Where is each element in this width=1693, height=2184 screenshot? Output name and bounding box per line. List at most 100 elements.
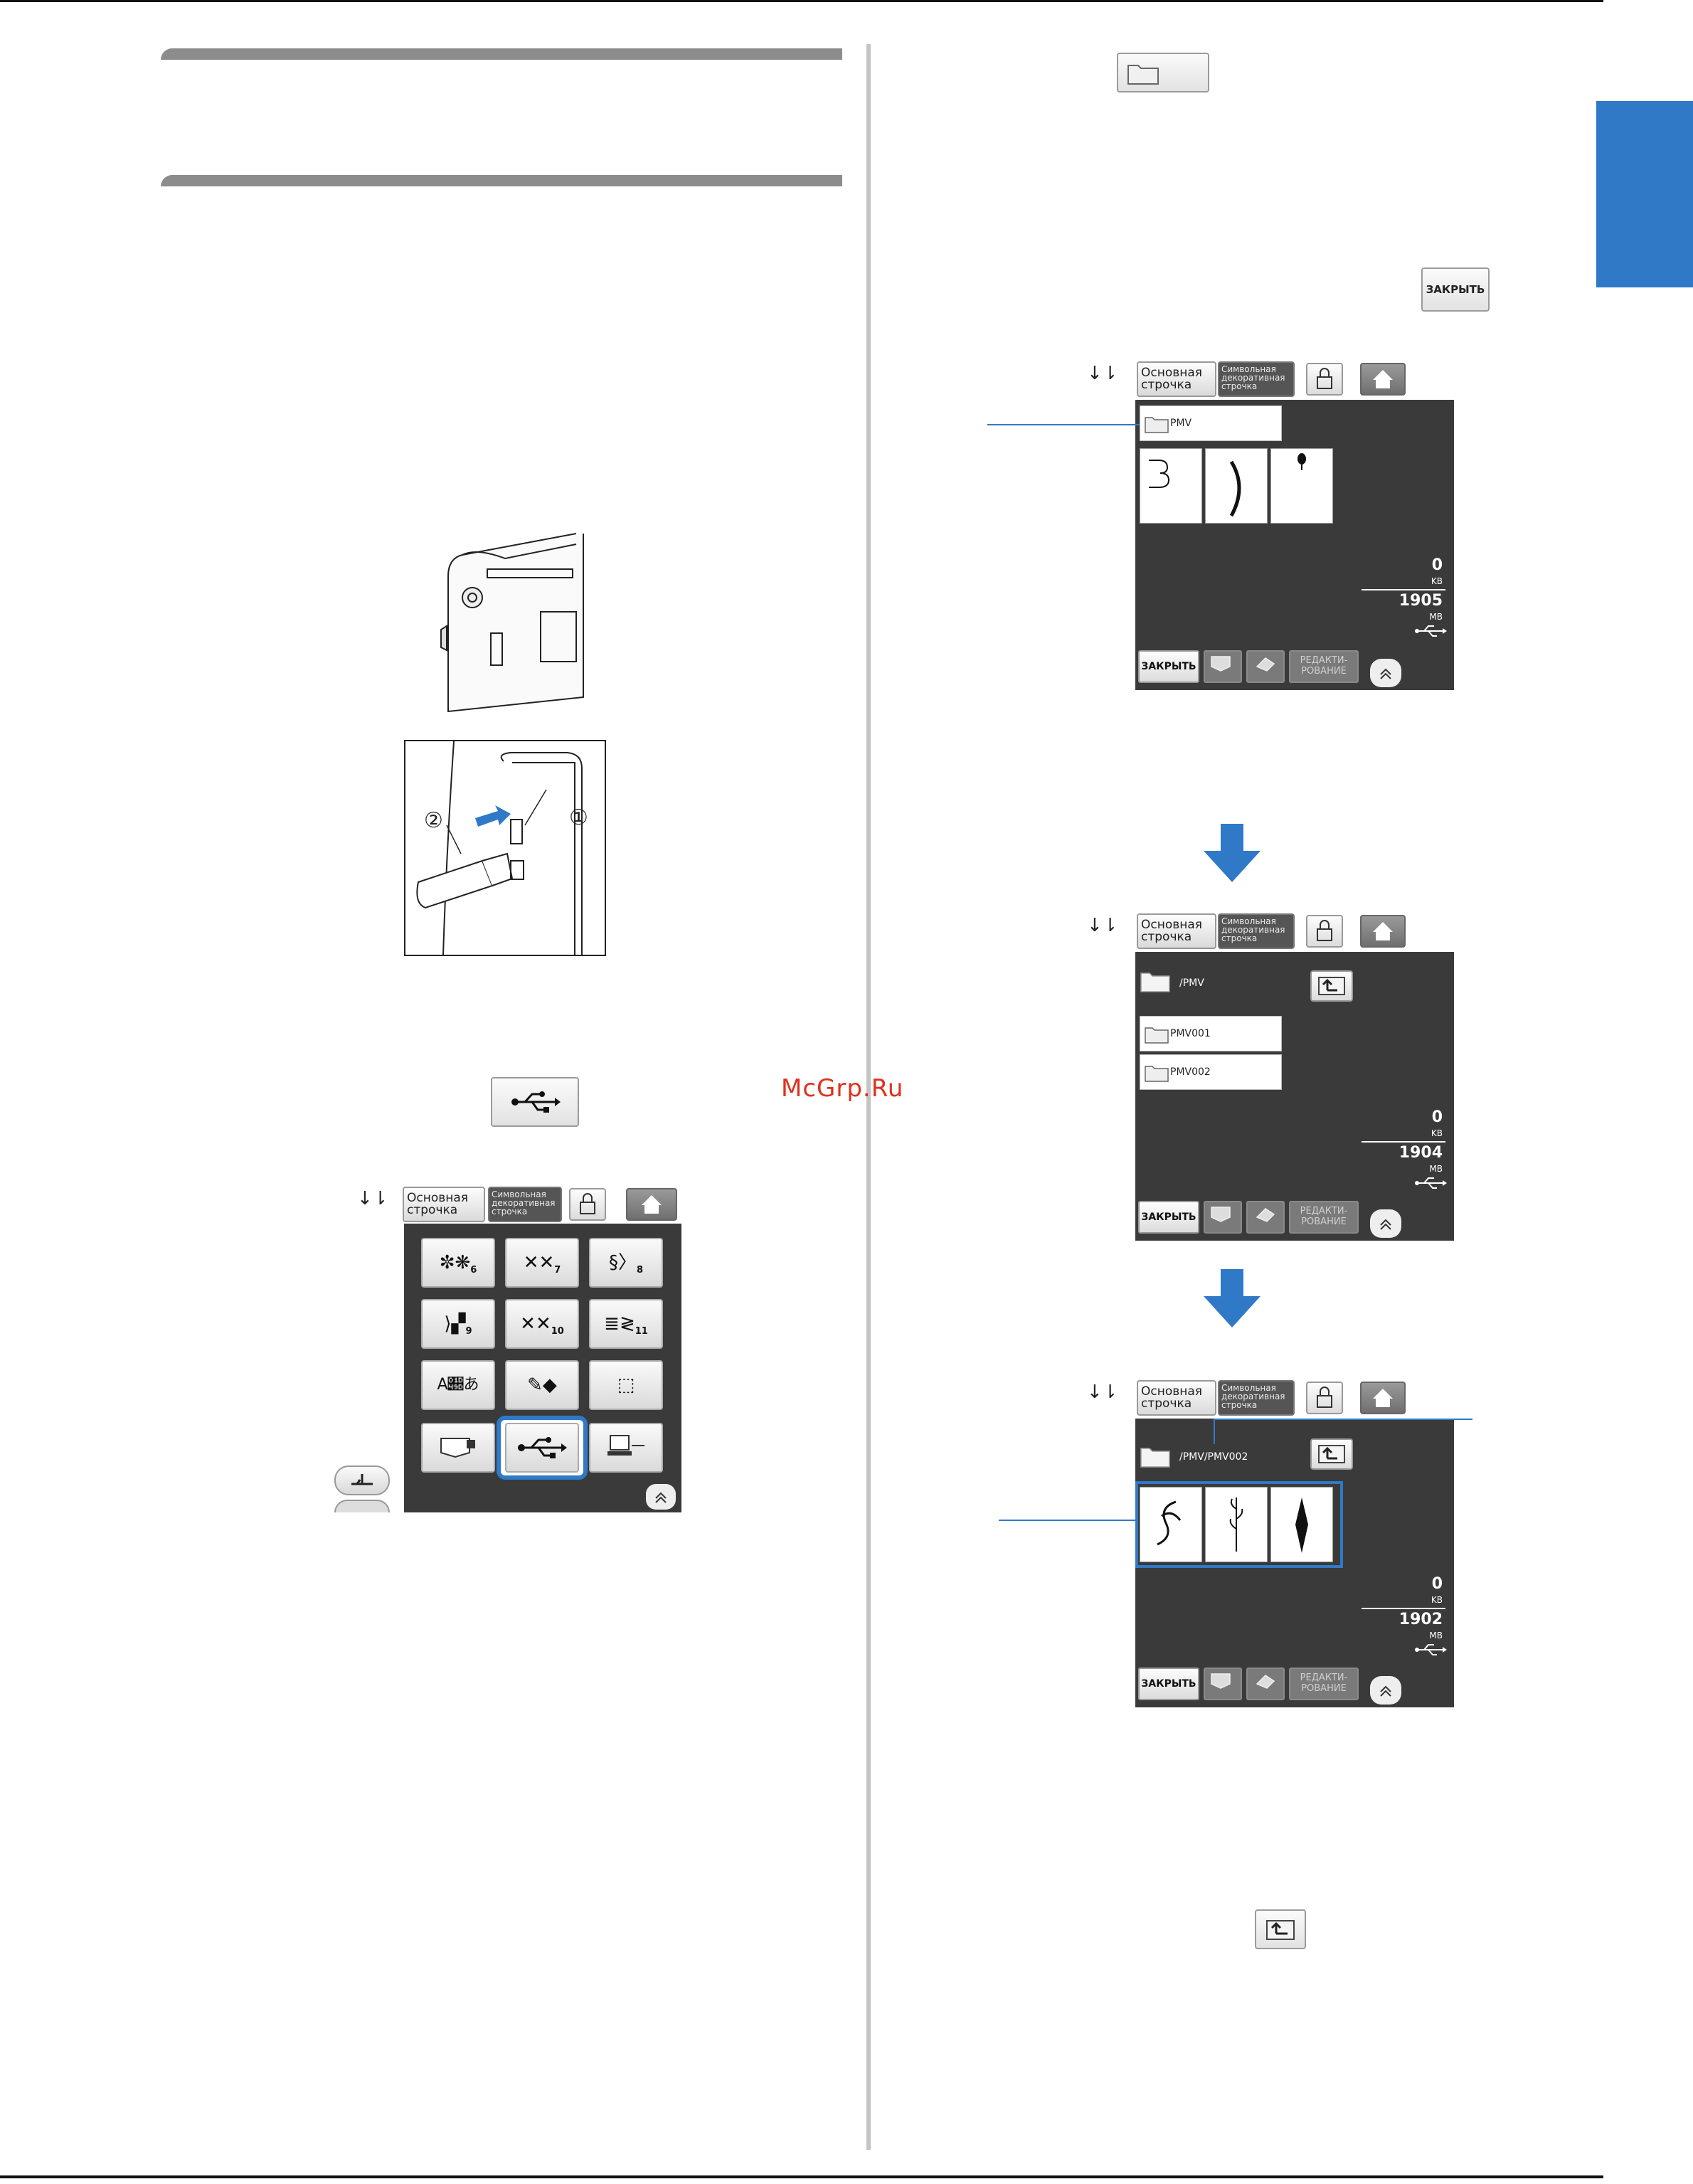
- edit-button[interactable]: РЕДАКТИ-РОВАНИЕ: [1289, 1201, 1359, 1234]
- needle-icon: ↓⇂: [1087, 363, 1118, 384]
- my-custom-stitch-button[interactable]: ✎◆: [505, 1360, 579, 1410]
- lock-button[interactable]: [1306, 1382, 1343, 1414]
- pocket-icon: [1211, 656, 1231, 672]
- stitch-thumb[interactable]: [1140, 1487, 1202, 1562]
- mb-unit: MB: [1429, 612, 1443, 622]
- home-button[interactable]: [626, 1188, 677, 1221]
- machine-memory-button[interactable]: [421, 1423, 495, 1473]
- stitch-highlight: [1135, 1481, 1343, 1568]
- home-icon: [642, 1195, 662, 1214]
- delete-button[interactable]: [1246, 1201, 1285, 1234]
- scroll-up-button[interactable]: [646, 1484, 676, 1510]
- tab-decor-stitch[interactable]: Символьная декоративная строчка: [1218, 913, 1295, 949]
- tab-decor-stitch[interactable]: Символьная декоративная строчка: [488, 1187, 562, 1222]
- home-button[interactable]: [1360, 915, 1406, 948]
- folder-icon: [1145, 1027, 1169, 1044]
- character-stitch-button[interactable]: A𝒝あ: [421, 1360, 495, 1410]
- stitch-thumb[interactable]: [1140, 448, 1202, 524]
- file-browser-panel: [1135, 1419, 1454, 1707]
- current-path: /PMV: [1179, 977, 1204, 989]
- callout-line-a: [987, 424, 1140, 425]
- close-button[interactable]: ЗАКРЫТЬ: [1138, 650, 1199, 683]
- stitch-swirl-icon: [1157, 1500, 1182, 1546]
- usb-small-icon: [1415, 1177, 1447, 1189]
- column-divider: [866, 44, 871, 2150]
- scroll-up-button[interactable]: [1370, 1676, 1401, 1705]
- edit-button[interactable]: РЕДАКТИ-РОВАНИЕ: [1289, 650, 1359, 683]
- stitch-category-6[interactable]: ✼❋6: [421, 1238, 495, 1288]
- stitch-thumb[interactable]: [1205, 1487, 1268, 1562]
- lock-button[interactable]: [1306, 363, 1343, 396]
- stitch-category-11[interactable]: ≣≷11: [589, 1299, 663, 1349]
- lock-button[interactable]: [569, 1188, 606, 1221]
- close-button[interactable]: ЗАКРЫТЬ: [1138, 1668, 1199, 1700]
- pocket-button[interactable]: [1204, 650, 1242, 683]
- stitch-menu-screen: ↓⇂ Основная строчка Символьная декоратив…: [323, 1181, 681, 1512]
- close-button-inline[interactable]: ЗАКРЫТЬ: [1421, 267, 1490, 312]
- eraser-icon: [1256, 657, 1275, 672]
- mb-value: 1904: [1399, 1144, 1443, 1162]
- chevron-up-icon: [1380, 1685, 1391, 1697]
- close-button[interactable]: ЗАКРЫТЬ: [1138, 1201, 1199, 1234]
- top-rule: [0, 0, 1603, 2]
- usb-icon: [518, 1437, 567, 1458]
- computer-icon: [607, 1435, 644, 1456]
- presser-foot-icon: [351, 1474, 373, 1485]
- stitch-category-9[interactable]: ⟩▞9: [421, 1299, 495, 1349]
- computer-usb-button[interactable]: [589, 1423, 663, 1473]
- pocket-button[interactable]: [1204, 1201, 1242, 1234]
- stitch-b-icon: [1149, 460, 1170, 488]
- needle-icon: ↓⇂: [357, 1188, 388, 1209]
- delete-button[interactable]: [1246, 1668, 1285, 1700]
- stitch-diamond-icon: [1295, 1497, 1308, 1553]
- folder-button[interactable]: [1117, 53, 1209, 92]
- home-button[interactable]: [1360, 1382, 1406, 1414]
- folder-up-icon: [1318, 977, 1345, 995]
- folder-name: PMV002: [1170, 1066, 1211, 1078]
- stitch-thumb[interactable]: [1270, 448, 1333, 524]
- sewing-design-button[interactable]: ⬚: [589, 1360, 663, 1410]
- stitch-category-7[interactable]: ✕✕7: [505, 1238, 579, 1288]
- second-round-button[interactable]: [334, 1500, 390, 1512]
- chevron-up-icon: [1380, 668, 1391, 679]
- heading-bar-bottom: [161, 175, 842, 186]
- tab-decor-stitch[interactable]: Символьная декоративная строчка: [1218, 361, 1295, 397]
- stitch-category-10[interactable]: ✕✕10: [505, 1299, 579, 1349]
- eraser-icon: [1256, 1208, 1275, 1222]
- folder-icon: [1127, 65, 1159, 85]
- tab-basic-stitch[interactable]: Основная строчка: [403, 1187, 485, 1222]
- lock-button[interactable]: [1306, 915, 1343, 948]
- kb-unit: KB: [1431, 1128, 1443, 1138]
- usb-button-inline[interactable]: [491, 1077, 579, 1127]
- parent-folder-button[interactable]: [1310, 970, 1353, 1002]
- bottom-rule: [0, 2175, 1603, 2178]
- stitch-thumb[interactable]: [1205, 448, 1268, 524]
- home-button[interactable]: [1360, 363, 1406, 396]
- pocket-button[interactable]: [1204, 1668, 1242, 1700]
- tab-basic-stitch[interactable]: Основная строчка: [1137, 913, 1216, 949]
- scroll-up-button[interactable]: [1370, 659, 1401, 687]
- delete-button[interactable]: [1246, 650, 1285, 683]
- home-icon: [1373, 370, 1393, 388]
- lock-icon: [1317, 368, 1332, 389]
- usb-media-button[interactable]: [505, 1423, 579, 1473]
- parent-folder-button-inline[interactable]: [1255, 1909, 1306, 1949]
- pocket-icon: [440, 1438, 475, 1458]
- folder-up-icon: [1318, 1445, 1345, 1463]
- edit-button[interactable]: РЕДАКТИ-РОВАНИЕ: [1289, 1668, 1359, 1700]
- kb-value: 0: [1431, 556, 1443, 574]
- tab-basic-stitch[interactable]: Основная строчка: [1137, 361, 1216, 397]
- parent-folder-button[interactable]: [1310, 1438, 1353, 1470]
- presser-foot-button[interactable]: [334, 1465, 390, 1495]
- folder-icon: [1140, 1448, 1170, 1468]
- folder-item[interactable]: PMV001: [1140, 1016, 1282, 1051]
- tab-decor-stitch[interactable]: Символьная декоративная строчка: [1218, 1380, 1295, 1416]
- stitch-thumb[interactable]: [1270, 1487, 1333, 1562]
- folder-item-pmv[interactable]: PMV: [1140, 405, 1282, 441]
- usb-small-icon: [1415, 625, 1447, 637]
- folder-item[interactable]: PMV002: [1140, 1054, 1282, 1090]
- stitch-category-8[interactable]: §〉8: [589, 1238, 663, 1288]
- down-arrow-icon: [1204, 1269, 1261, 1327]
- tab-basic-stitch[interactable]: Основная строчка: [1137, 1380, 1216, 1416]
- scroll-up-button[interactable]: [1370, 1209, 1401, 1238]
